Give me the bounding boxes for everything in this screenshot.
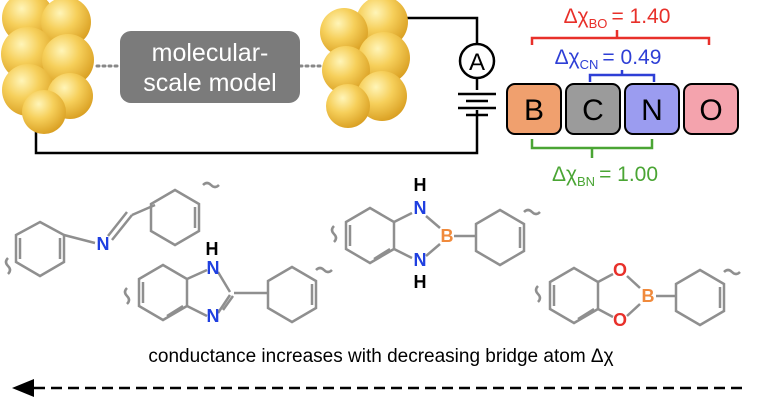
delta-chi-bo-label: ΔχBO= 1.40 [564, 5, 671, 31]
atom-box-n: N [624, 83, 680, 135]
imine-nitrogen: N [97, 234, 110, 254]
benzimidazole-n-bottom: N [207, 306, 220, 326]
svg-text:N: N [641, 94, 663, 127]
molecular-scale-model-box: molecular- scale model [120, 31, 300, 103]
model-line-2: scale model [143, 69, 276, 97]
imine-molecule [4, 181, 220, 278]
diazaborole-n-top: N [414, 198, 427, 218]
diazaborole-h-bottom: H [414, 272, 427, 292]
atom-box-b: B [506, 83, 562, 135]
delta-chi-cn-label: ΔχCN= 0.49 [555, 46, 662, 72]
diazaborole-n-bottom: N [414, 250, 427, 270]
delta-chi-bn-label: ΔχBN= 1.00 [552, 163, 658, 189]
dioxaborole-o-top: O [613, 260, 627, 280]
right-gold-electrode [320, 0, 410, 128]
dioxaborole-boron: B [642, 286, 655, 306]
diazaborole-molecule [330, 206, 541, 267]
benzimidazole-h: H [206, 239, 219, 259]
svg-text:O: O [699, 94, 722, 127]
diazaborole-h-top: H [414, 175, 427, 195]
bo-bracket [530, 30, 711, 45]
cn-bracket [588, 70, 656, 82]
arrow-left-icon [12, 379, 34, 397]
dioxaborole-o-bottom: O [613, 310, 627, 330]
ammeter-icon: A [458, 42, 496, 80]
svg-text:B: B [524, 94, 544, 127]
model-line-1: molecular- [152, 39, 269, 67]
bn-bracket [530, 139, 654, 158]
benzimidazole-molecule [123, 263, 333, 324]
diazaborole-boron: B [441, 226, 454, 246]
dioxaborole-molecule [534, 266, 741, 327]
atom-box-c: C [565, 83, 621, 135]
trend-arrow [12, 379, 748, 397]
conductance-caption: conductance increases with decreasing br… [148, 346, 613, 367]
atom-box-o: O [683, 83, 739, 135]
battery-icon [458, 92, 496, 117]
benzimidazole-n-top: N [207, 258, 220, 278]
ammeter-label: A [469, 49, 485, 76]
svg-text:C: C [582, 94, 604, 127]
left-gold-electrode [1, 0, 94, 134]
